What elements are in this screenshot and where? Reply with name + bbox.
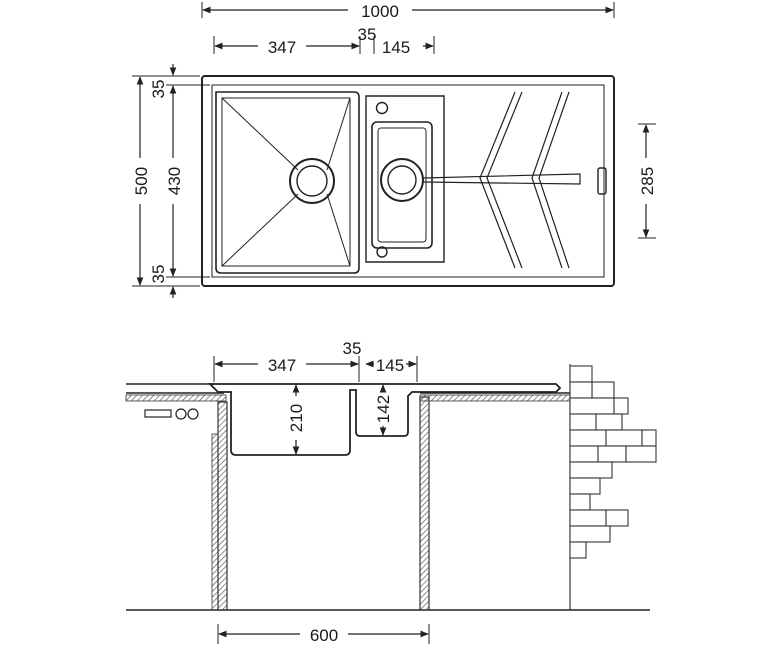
dim-divider: 35	[358, 25, 377, 44]
brick-wall	[569, 364, 657, 610]
sink-inner-rim	[211, 84, 605, 278]
dim-bowl-width: 347	[268, 38, 296, 57]
small-bowl-drain	[380, 158, 424, 202]
section-view: 347 35 145 210 142 600	[125, 339, 657, 645]
dim-bowl-depth: 210	[287, 404, 306, 432]
dim-total-depth: 500	[132, 167, 151, 195]
dim-drainer-height: 285	[638, 167, 657, 195]
overflow-slot	[597, 167, 607, 195]
dim-section-divider: 35	[343, 339, 362, 358]
tap-hole	[375, 101, 389, 115]
sink-profile	[207, 383, 562, 456]
dim-rim-top: 35	[149, 80, 168, 99]
dim-section-bowl-width: 347	[268, 356, 296, 375]
dim-rim-bottom: 35	[149, 265, 168, 284]
cabinet-right-wall	[419, 396, 430, 611]
dim-total-width: 1000	[361, 2, 399, 21]
cabinet-left-wall	[217, 401, 228, 611]
main-bowl-drain	[289, 158, 335, 204]
dim-small-bowl-width: 145	[382, 38, 410, 57]
sink-outline	[201, 75, 615, 287]
dim-inner-depth: 430	[165, 167, 184, 195]
small-bowl	[365, 95, 581, 263]
main-bowl	[215, 91, 360, 274]
dim-small-bowl-depth: 142	[374, 395, 393, 423]
dim-cabinet-width: 600	[310, 626, 338, 645]
top-view: 1000 347 35 145 500 430 35 35 285	[132, 2, 657, 298]
countertop	[125, 383, 571, 420]
drainer-area	[479, 91, 607, 269]
overflow-hole	[376, 246, 388, 258]
dim-section-small-bowl-width: 145	[376, 356, 404, 375]
